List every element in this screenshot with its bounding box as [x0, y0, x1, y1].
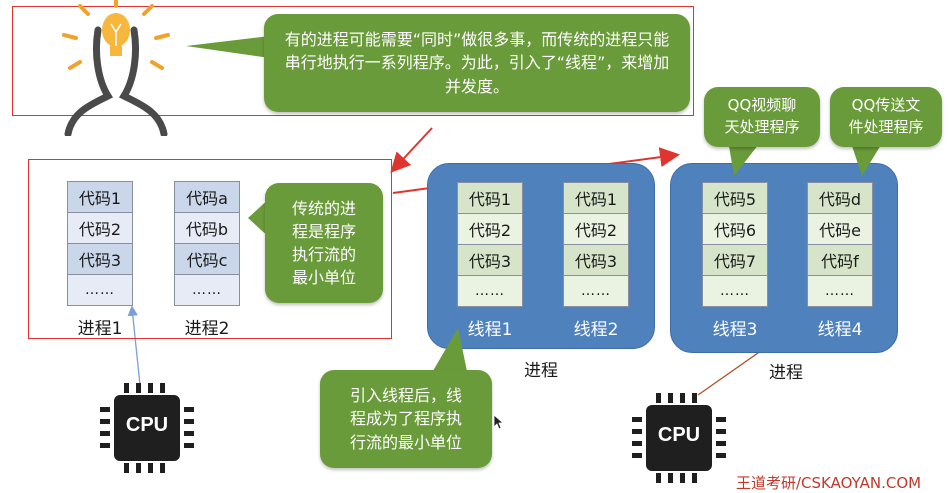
code-cell: 代码2: [67, 212, 133, 244]
idea-person-icon: [62, 0, 170, 136]
code-cell: 代码1: [563, 182, 629, 214]
intro-frame: [12, 6, 694, 116]
intro-bubble-tail: [186, 36, 270, 58]
qq-video-bubble-tail: [728, 140, 762, 176]
code-cell: 代码1: [457, 182, 523, 214]
thread3-column: 代码5 代码6 代码7 ……: [702, 182, 768, 307]
process2-label: 进程2: [184, 319, 230, 339]
after-threads-text: 引入线程后，线 程成为了程序执 行流的最小单位: [349, 386, 462, 452]
code-cell: 代码d: [807, 182, 873, 214]
code-cell: 代码f: [807, 244, 873, 276]
code-cell-ellipsis: ……: [563, 275, 629, 307]
code-cell: 代码1: [67, 181, 133, 213]
thread2-label: 线程2: [573, 320, 619, 340]
after-threads-bubble: 引入线程后，线 程成为了程序执 行流的最小单位: [320, 370, 492, 468]
cpu-label-left: CPU: [125, 414, 169, 436]
code-cell: 代码a: [174, 181, 240, 213]
intro-text: 有的进程可能需要“同时”做很多事，而传统的进程只能串行地执行一系列程序。为此，引…: [284, 30, 670, 96]
thread3-label: 线程3: [712, 320, 758, 340]
code-cell: 代码7: [702, 244, 768, 276]
code-cell-ellipsis: ……: [702, 275, 768, 307]
qq-file-text: QQ传送文 件处理程序: [848, 96, 924, 136]
code-cell: 代码2: [457, 213, 523, 245]
thread1-label: 线程1: [467, 320, 513, 340]
thread4-label: 线程4: [817, 320, 863, 340]
cpu-to-process1-line: [127, 305, 141, 386]
traditional-bubble: 传统的进 程是程序 执行流的 最小单位: [265, 183, 383, 303]
code-cell: 代码3: [67, 243, 133, 275]
arrow-to-traditional: [390, 127, 433, 173]
thread1-column: 代码1 代码2 代码3 ……: [457, 182, 523, 307]
code-cell-ellipsis: ……: [174, 274, 240, 306]
process2-column: 代码a 代码b 代码c ……: [174, 181, 240, 306]
code-cell: 代码b: [174, 212, 240, 244]
qq-video-bubble: QQ视频聊 天处理程序: [704, 87, 820, 147]
thread4-column: 代码d 代码e 代码f ……: [807, 182, 873, 307]
process1-label: 进程1: [77, 319, 123, 339]
qq-file-bubble: QQ传送文 件处理程序: [830, 87, 942, 147]
cpu-label-right: CPU: [657, 424, 701, 446]
cpu-chip-right: [632, 393, 726, 483]
watermark-text: 王道考研/CSKAOYAN.COM: [736, 474, 922, 492]
code-cell: 代码5: [702, 182, 768, 214]
code-cell: 代码e: [807, 213, 873, 245]
code-cell-ellipsis: ……: [67, 274, 133, 306]
mouse-cursor-icon: [493, 414, 503, 430]
intro-bubble: 有的进程可能需要“同时”做很多事，而传统的进程只能串行地执行一系列程序。为此，引…: [264, 14, 690, 112]
qq-file-bubble-tail: [850, 140, 884, 176]
code-cell: 代码2: [563, 213, 629, 245]
traditional-text: 传统的进 程是程序 执行流的 最小单位: [291, 198, 356, 288]
after-threads-bubble-tail: [430, 328, 468, 376]
traditional-frame: [28, 159, 392, 339]
thread2-column: 代码1 代码2 代码3 ……: [563, 182, 629, 307]
process-a-label: 进程: [524, 361, 558, 381]
cpu-chip-left: [100, 383, 194, 473]
code-cell-ellipsis: ……: [457, 275, 523, 307]
code-cell: 代码3: [563, 244, 629, 276]
code-cell: 代码3: [457, 244, 523, 276]
qq-video-text: QQ视频聊 天处理程序: [724, 96, 800, 136]
code-cell-ellipsis: ……: [807, 275, 873, 307]
code-cell: 代码6: [702, 213, 768, 245]
process1-column: 代码1 代码2 代码3 ……: [67, 181, 133, 306]
code-cell: 代码c: [174, 243, 240, 275]
process-b-label: 进程: [769, 363, 803, 383]
